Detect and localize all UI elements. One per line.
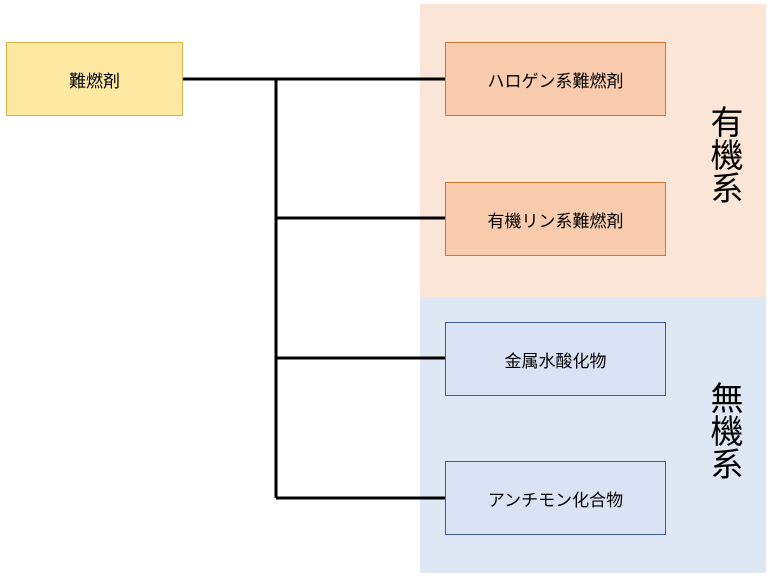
node-label: 有機リン系難燃剤 bbox=[487, 211, 624, 232]
node-label: 金属水酸化物 bbox=[504, 351, 607, 372]
node-halogen-flame-retardant: ハロゲン系難燃剤 bbox=[445, 42, 666, 116]
inorganic-group-label: 無機系 bbox=[705, 380, 744, 480]
node-organophosphorus-flame-retardant: 有機リン系難燃剤 bbox=[445, 182, 666, 256]
node-metal-hydroxide: 金属水酸化物 bbox=[445, 322, 666, 396]
node-label: アンチモン化合物 bbox=[487, 490, 624, 511]
root-node: 難燃剤 bbox=[6, 42, 183, 116]
organic-group-label: 有機系 bbox=[705, 104, 744, 204]
node-label: ハロゲン系難燃剤 bbox=[487, 71, 624, 92]
node-antimony-compound: アンチモン化合物 bbox=[445, 461, 666, 535]
root-node-label: 難燃剤 bbox=[69, 71, 120, 92]
